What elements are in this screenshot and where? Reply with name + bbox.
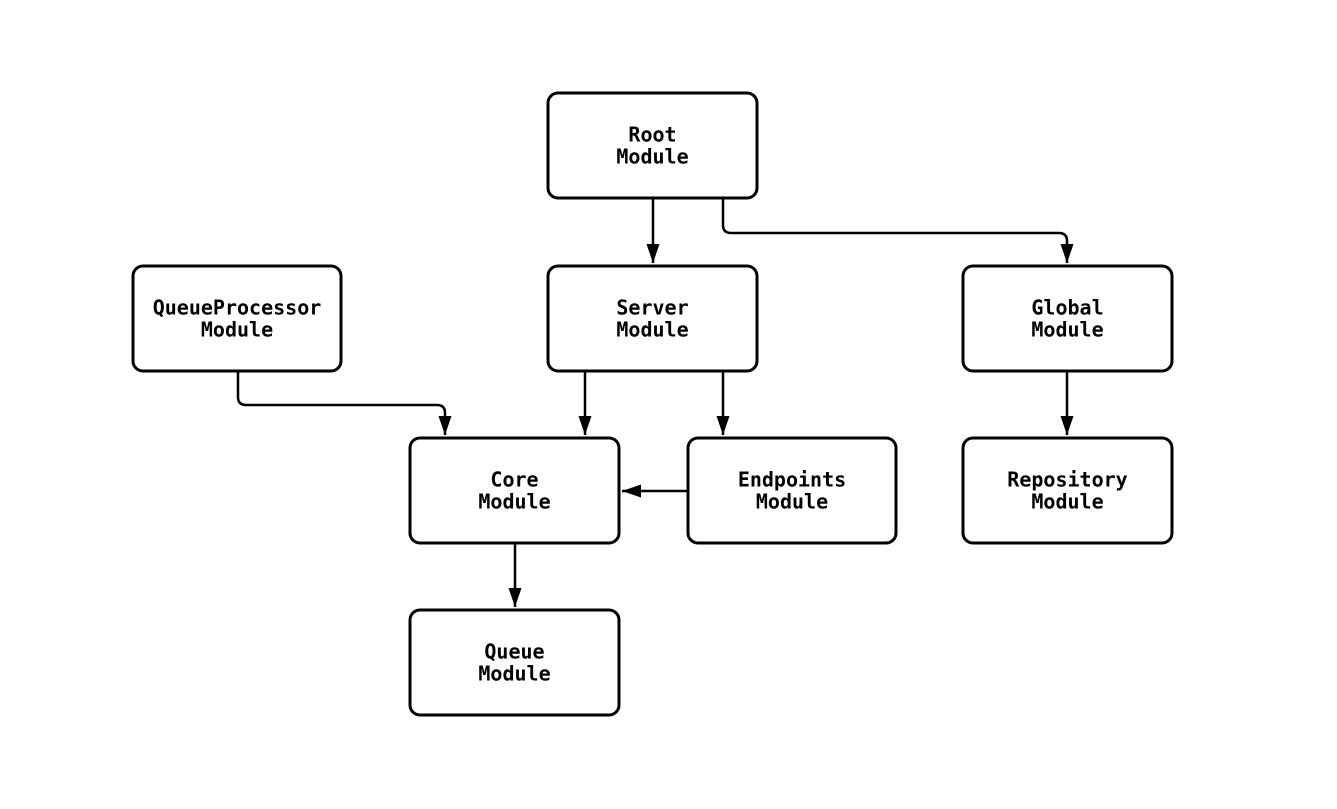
node-endpoints-label-line-2: Module bbox=[756, 490, 828, 514]
node-queue-box bbox=[408, 608, 621, 717]
node-core-box bbox=[408, 436, 621, 545]
node-server-label-line-1: Server bbox=[616, 296, 688, 320]
node-queue-label-line-2: Module bbox=[478, 662, 550, 686]
node-server-box bbox=[546, 264, 759, 373]
node-repository-label-line-1: Repository bbox=[1007, 468, 1127, 492]
node-repository-box bbox=[961, 436, 1174, 545]
node-global-label-line-2: Module bbox=[1031, 318, 1103, 342]
node-root-label-line-1: Root bbox=[628, 123, 676, 147]
node-core-label-line-2: Module bbox=[478, 490, 550, 514]
edges-layer bbox=[236, 198, 1074, 607]
node-endpoints-label-line-1: Endpoints bbox=[738, 468, 846, 492]
node-queueprocessor-label-line-2: Module bbox=[201, 318, 273, 342]
node-global-label-line-1: Global bbox=[1031, 296, 1103, 320]
node-queueprocessor-box bbox=[131, 264, 343, 373]
node-server-label-line-2: Module bbox=[616, 318, 688, 342]
node-queue-label-line-1: Queue bbox=[484, 640, 544, 664]
node-endpoints-box bbox=[686, 436, 898, 545]
edge-queueprocessor-to-core bbox=[236, 371, 452, 435]
node-root-box bbox=[546, 91, 759, 200]
edge-root-to-global bbox=[721, 198, 1074, 263]
node-core-label-line-1: Core bbox=[490, 468, 538, 492]
node-repository-label-line-2: Module bbox=[1031, 490, 1103, 514]
node-queueprocessor-label-line-1: QueueProcessor bbox=[153, 296, 322, 320]
node-root-label-line-2: Module bbox=[616, 145, 688, 169]
node-global-box bbox=[961, 264, 1174, 373]
